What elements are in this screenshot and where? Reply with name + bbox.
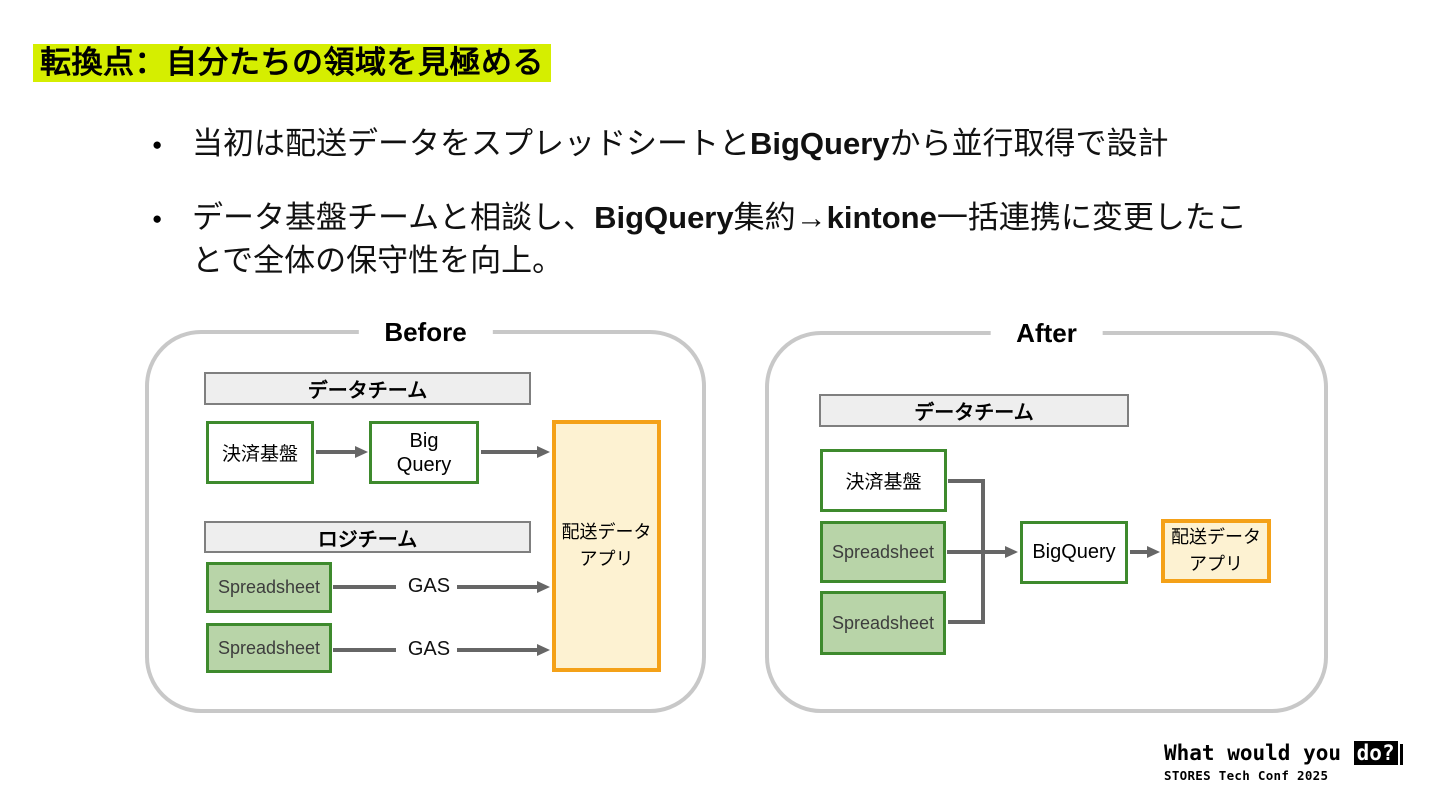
after-node-spreadsheet-2: Spreadsheet (820, 591, 946, 655)
bullet-2-text-mid2: 一括連携に変更したこ (936, 200, 1247, 235)
slide-title: 転換点：自分たちの領域を見極める (33, 44, 551, 82)
after-team-bar-data: データチーム (819, 394, 1129, 427)
before-app-label: 配送データアプリ (561, 522, 652, 569)
bullet-1-bigquery: BigQuery (750, 126, 890, 161)
bullet-2-text-mid: 集約→ (733, 200, 827, 235)
before-panel-title: Before (358, 314, 493, 350)
after-panel-title: After (990, 315, 1103, 351)
conference-logo: What would you do? STORES Tech Conf 2025 (1164, 741, 1403, 783)
before-node-payment: 決済基盤 (206, 421, 314, 484)
before-gas-label-2: GAS (407, 638, 451, 660)
logo-tagline-text: What would you (1164, 741, 1354, 765)
logo-do-badge: do? (1353, 741, 1398, 765)
before-gas-label-1: GAS (407, 575, 451, 597)
after-panel: After データチーム 決済基盤 Spreadsheet Spreadshee… (765, 315, 1328, 713)
after-node-bigquery: BigQuery (1020, 521, 1128, 584)
logo-cursor-icon (1399, 744, 1403, 765)
bullet-1-text: 当初は配送データをスプレッドシートと (192, 126, 750, 161)
conference-name: STORES Tech Conf 2025 (1164, 768, 1329, 783)
bullet-item-2: データ基盤チームと相談し、BigQuery集約→kintone一括連携に変更した… (150, 196, 1300, 282)
bullet-2-kintone: kintone (826, 200, 937, 235)
before-node-delivery-app: 配送データアプリ (552, 420, 661, 672)
after-node-delivery-app: 配送データアプリ (1161, 519, 1271, 583)
bullet-2-text: データ基盤チームと相談し、 (192, 200, 595, 235)
after-node-spreadsheet-1: Spreadsheet (820, 521, 946, 583)
before-team-bar-logi: ロジチーム (204, 521, 531, 553)
bullet-2-text-end: とで全体の保守性を向上。 (192, 243, 564, 278)
before-node-spreadsheet-2: Spreadsheet (206, 623, 332, 673)
before-team-bar-data: データチーム (204, 372, 531, 405)
after-app-label: 配送データアプリ (1171, 527, 1261, 574)
bullet-2-bigquery: BigQuery (594, 200, 734, 235)
after-node-payment: 決済基盤 (820, 449, 947, 512)
bullet-list: 当初は配送データをスプレッドシートとBigQueryから並行取得で設計 データ基… (150, 122, 1300, 313)
bullet-item-1: 当初は配送データをスプレッドシートとBigQueryから並行取得で設計 (150, 122, 1300, 166)
before-node-spreadsheet-1: Spreadsheet (206, 562, 332, 613)
logo-tagline: What would you do? (1164, 741, 1403, 765)
bullet-1-text-end: から並行取得で設計 (889, 126, 1169, 161)
